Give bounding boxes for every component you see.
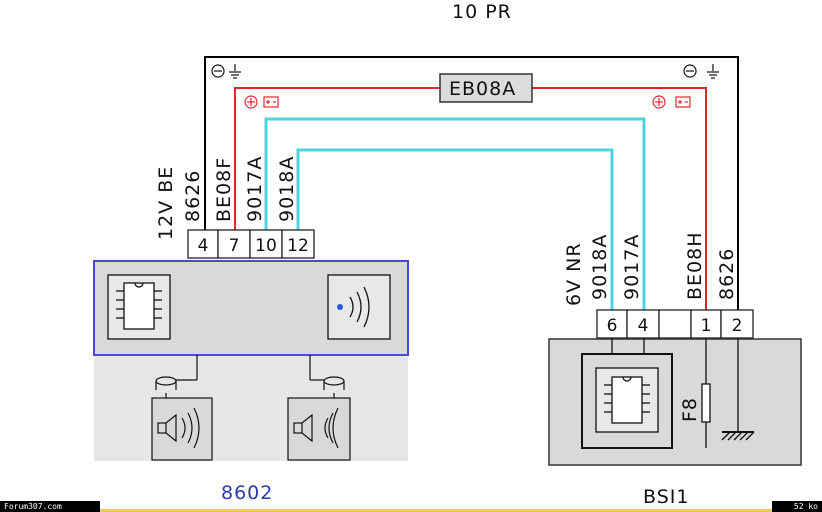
sensor-wave-icon [327, 274, 391, 340]
ground-minus-icon-left [211, 64, 241, 79]
signal-wire-9017a [264, 117, 646, 310]
fuse-box [439, 73, 533, 103]
right-wire-label-3: 8626 [716, 248, 738, 300]
left-connector: 4 7 10 12 [187, 229, 315, 259]
fuse-box-label: EB08A [449, 78, 516, 100]
footer-line [0, 509, 822, 512]
speaker-icon-right [287, 355, 351, 461]
footer-size: 52 ko [772, 501, 822, 512]
left-connector-label: 12V BE [155, 166, 177, 240]
fuse-label: F8 [679, 397, 701, 422]
left-pin-3: 12 [287, 236, 309, 256]
right-pin-3: 1 [701, 316, 712, 336]
right-module [548, 338, 802, 466]
speaker-icon-left [151, 355, 213, 461]
right-wire-label-2: BE08H [684, 231, 706, 300]
fuse-f8-icon [701, 338, 711, 448]
right-pin-1: 4 [638, 316, 649, 336]
left-wire-label-1: BE08F [213, 157, 235, 222]
right-pin-4: 2 [732, 316, 743, 336]
footer-site[interactable]: Forum307.com [0, 501, 100, 512]
right-wire-label-1: 9017A [621, 234, 643, 300]
left-wire-label-0: 8626 [182, 170, 204, 222]
chip-icon-right [581, 338, 673, 449]
right-component-label: BSI1 [643, 486, 689, 508]
ground-icon-bsi [721, 338, 755, 441]
right-pin-0: 6 [607, 316, 618, 336]
right-connector-label: 6V NR [563, 242, 585, 306]
left-pin-2: 10 [255, 236, 277, 256]
left-wire-label-2: 9017A [244, 156, 266, 222]
battery-plus-icon-left [244, 95, 279, 109]
left-component-area [94, 355, 408, 461]
right-connector: 6 4 1 2 [596, 309, 754, 339]
left-pin-0: 4 [198, 236, 209, 256]
left-pin-1: 7 [229, 236, 240, 256]
left-wire-label-3: 9018A [276, 156, 298, 222]
diagram-title: 10 PR [452, 1, 512, 23]
ground-wire [204, 56, 739, 310]
signal-wire-9018a [296, 148, 614, 310]
chip-icon-left [107, 274, 171, 340]
battery-plus-icon-right [652, 95, 691, 109]
ground-minus-icon-right [683, 64, 719, 79]
right-wire-label-0: 9018A [589, 234, 611, 300]
left-component-label: 8602 [221, 482, 273, 504]
